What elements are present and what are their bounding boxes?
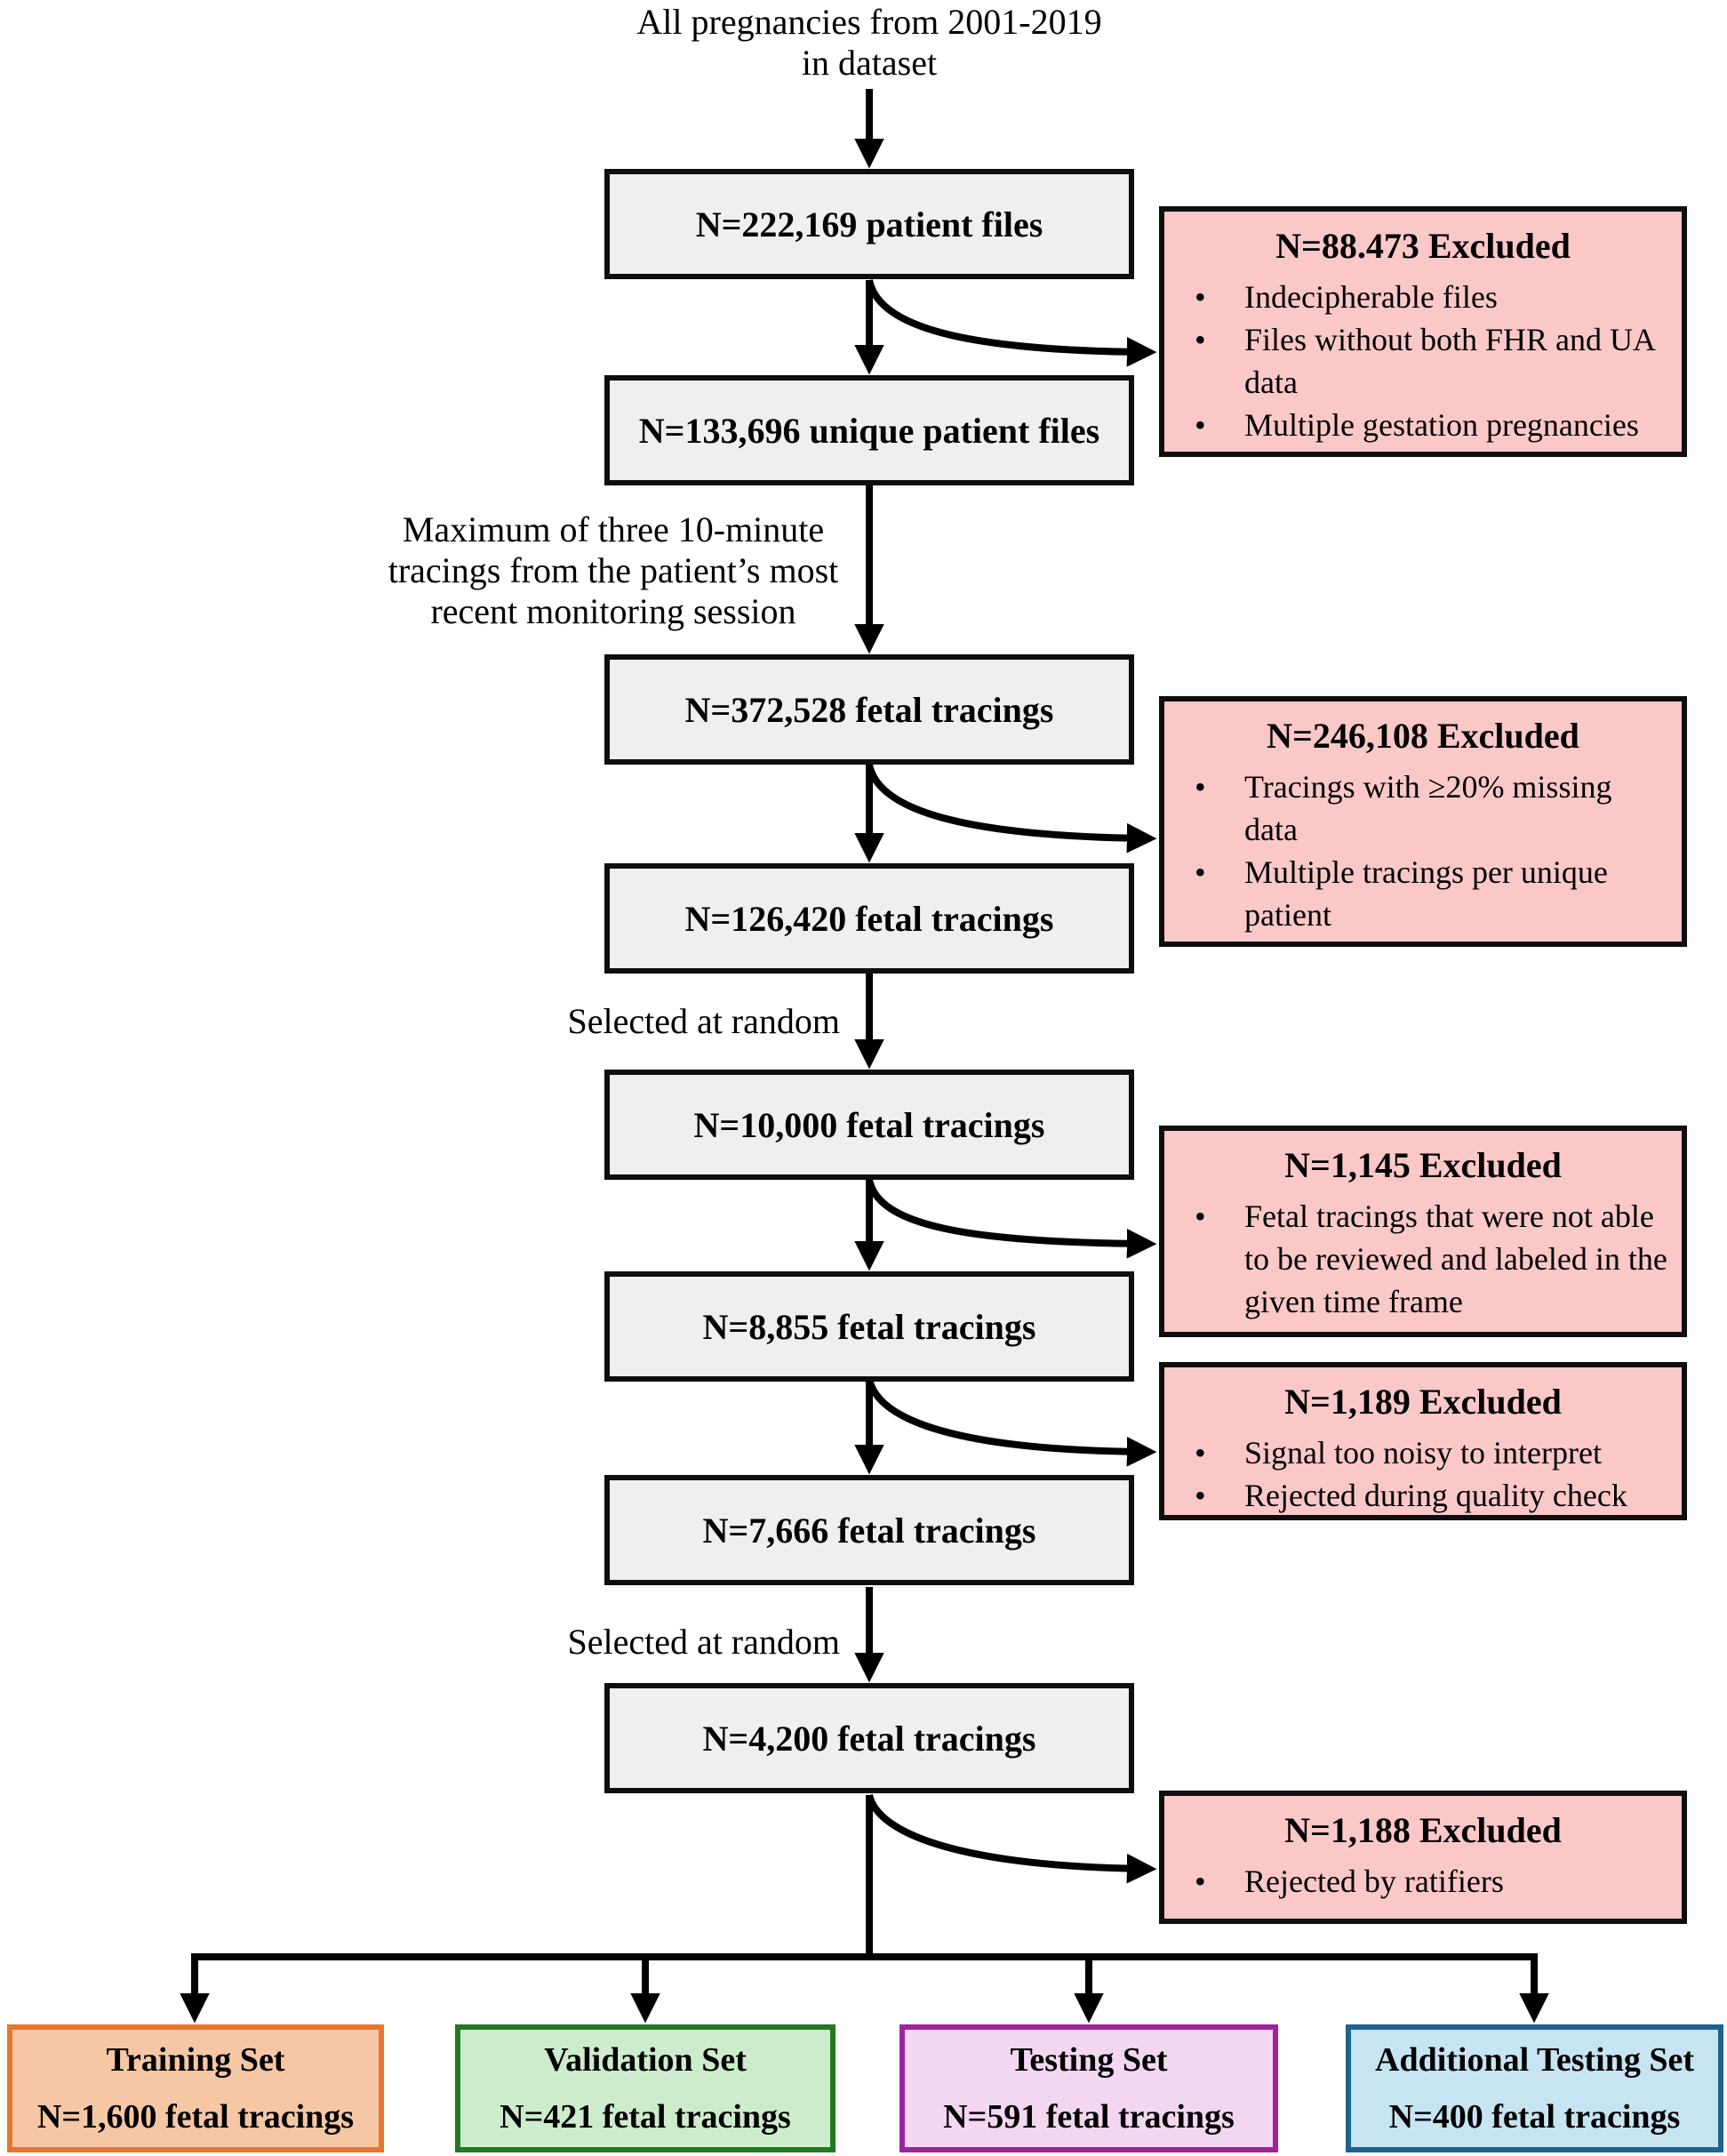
max-tracings-note-line2: tracings from the patient’s most xyxy=(388,550,839,590)
result-box-title: Testing Set xyxy=(1010,2041,1168,2079)
flow-box-fetal-tracings-4200: N=4,200 fetal tracings xyxy=(604,1683,1134,1793)
result-box-count: N=400 fetal tracings xyxy=(1388,2098,1681,2136)
list-item: • Tracings with ≥20% missing data xyxy=(1164,765,1682,851)
curve-box3-to-excluded2 xyxy=(866,764,1157,854)
excluded-bullet-list: • Tracings with ≥20% missing data • Mult… xyxy=(1164,765,1682,936)
result-box-count: N=591 fetal tracings xyxy=(943,2098,1235,2136)
diagram-title-line2: in dataset xyxy=(801,43,938,83)
flow-box-patient-files: N=222,169 patient files xyxy=(604,169,1134,279)
max-tracings-note-line3: recent monitoring session xyxy=(430,591,796,631)
result-box-count: N=1,600 fetal tracings xyxy=(36,2098,355,2136)
curve-box1-to-excluded1 xyxy=(866,279,1157,367)
result-box-title: Validation Set xyxy=(544,2041,747,2079)
excluded-title: N=88.473 Excluded xyxy=(1275,226,1571,266)
list-item: • Fetal tracings that were not able to b… xyxy=(1164,1195,1682,1323)
result-box-testing-set: Testing Set N=591 fetal tracings xyxy=(899,2024,1278,2152)
bullet-text: Files without both FHR and UA data xyxy=(1244,322,1655,400)
result-box-training-set: Training Set N=1,600 fetal tracings xyxy=(7,2024,384,2152)
flow-box-fetal-tracings-372528: N=372,528 fetal tracings xyxy=(604,654,1134,765)
bullet-icon: • xyxy=(1195,1198,1206,1234)
result-box-count: N=421 fetal tracings xyxy=(500,2098,791,2136)
excluded-bullet-list: • Indecipherable files • Files without b… xyxy=(1164,276,1682,446)
bullet-text: Signal too noisy to interpret xyxy=(1244,1435,1602,1471)
flow-box-label: N=133,696 unique patient files xyxy=(638,410,1100,451)
max-tracings-note: Maximum of three 10-minute tracings from… xyxy=(382,509,844,632)
excluded-box-1189: N=1,189 Excluded • Signal too noisy to i… xyxy=(1159,1362,1687,1520)
bullet-text: Multiple gestation pregnancies xyxy=(1244,407,1639,443)
bullet-icon: • xyxy=(1195,854,1206,890)
bullet-icon: • xyxy=(1195,769,1206,805)
curve-box6-to-excluded4 xyxy=(866,1377,1157,1467)
diagram-title-line1: All pregnancies from 2001-2019 xyxy=(636,2,1102,42)
flow-box-fetal-tracings-7666: N=7,666 fetal tracings xyxy=(604,1475,1134,1585)
excluded-box-88473: N=88.473 Excluded • Indecipherable files… xyxy=(1159,206,1687,457)
curve-box5-to-excluded3 xyxy=(866,1179,1157,1259)
excluded-box-246108: N=246,108 Excluded • Tracings with ≥20% … xyxy=(1159,696,1687,947)
excluded-bullet-list: • Fetal tracings that were not able to b… xyxy=(1164,1195,1682,1323)
flow-box-unique-patient-files: N=133,696 unique patient files xyxy=(604,375,1134,485)
list-item: • Rejected by ratifiers xyxy=(1164,1860,1682,1903)
list-item: • Signal too noisy to interpret xyxy=(1164,1431,1682,1474)
flow-box-fetal-tracings-8855: N=8,855 fetal tracings xyxy=(604,1271,1134,1382)
list-item: • Rejected during quality check xyxy=(1164,1474,1682,1517)
curve-box8-to-excluded5 xyxy=(866,1793,1157,1884)
result-box-title: Training Set xyxy=(106,2041,285,2079)
bullet-icon: • xyxy=(1195,322,1206,357)
bullet-icon: • xyxy=(1195,279,1206,315)
result-box-validation-set: Validation Set N=421 fetal tracings xyxy=(455,2024,836,2152)
list-item: • Multiple tracings per unique patient xyxy=(1164,851,1682,936)
diagram-title: All pregnancies from 2001-2019 in datase… xyxy=(514,2,1225,84)
excluded-box-1188: N=1,188 Excluded • Rejected by ratifiers xyxy=(1159,1791,1687,1924)
flow-box-fetal-tracings-10000: N=10,000 fetal tracings xyxy=(604,1070,1134,1180)
flow-box-fetal-tracings-126420: N=126,420 fetal tracings xyxy=(604,863,1134,974)
flow-box-label: N=372,528 fetal tracings xyxy=(684,689,1054,730)
bullet-text: Rejected during quality check xyxy=(1244,1478,1627,1513)
bullet-text: Rejected by ratifiers xyxy=(1244,1863,1504,1899)
list-item: • Files without both FHR and UA data xyxy=(1164,318,1682,404)
excluded-title: N=1,189 Excluded xyxy=(1284,1382,1562,1422)
flow-box-label: N=4,200 fetal tracings xyxy=(702,1718,1036,1759)
excluded-title: N=1,145 Excluded xyxy=(1284,1145,1562,1185)
list-item: • Multiple gestation pregnancies xyxy=(1164,404,1682,446)
flow-box-label: N=10,000 fetal tracings xyxy=(693,1104,1045,1145)
excluded-title: N=246,108 Excluded xyxy=(1267,716,1579,756)
bullet-text: Multiple tracings per unique patient xyxy=(1244,854,1608,933)
list-item: • Indecipherable files xyxy=(1164,276,1682,318)
excluded-bullet-list: • Signal too noisy to interpret • Reject… xyxy=(1164,1431,1682,1517)
bullet-icon: • xyxy=(1195,1863,1206,1899)
excluded-bullet-list: • Rejected by ratifiers xyxy=(1164,1860,1682,1903)
result-box-additional-testing-set: Additional Testing Set N=400 fetal traci… xyxy=(1346,2024,1723,2152)
excluded-box-1145: N=1,145 Excluded • Fetal tracings that w… xyxy=(1159,1126,1687,1337)
flow-box-label: N=222,169 patient files xyxy=(695,204,1043,244)
bullet-icon: • xyxy=(1195,1435,1206,1471)
flow-box-label: N=8,855 fetal tracings xyxy=(702,1306,1036,1347)
flow-box-label: N=126,420 fetal tracings xyxy=(684,898,1054,939)
bullet-icon: • xyxy=(1195,407,1206,443)
bullet-icon: • xyxy=(1195,1478,1206,1513)
max-tracings-note-line1: Maximum of three 10-minute xyxy=(402,509,825,549)
selected-at-random-note-2: Selected at random xyxy=(567,1622,840,1662)
flow-box-label: N=7,666 fetal tracings xyxy=(702,1510,1036,1551)
result-box-title: Additional Testing Set xyxy=(1375,2041,1694,2079)
bullet-text: Tracings with ≥20% missing data xyxy=(1244,769,1612,847)
bullet-text: Indecipherable files xyxy=(1244,279,1498,315)
selected-at-random-note-1: Selected at random xyxy=(567,1001,840,1041)
excluded-title: N=1,188 Excluded xyxy=(1284,1810,1562,1850)
bullet-text: Fetal tracings that were not able to be … xyxy=(1244,1198,1667,1319)
